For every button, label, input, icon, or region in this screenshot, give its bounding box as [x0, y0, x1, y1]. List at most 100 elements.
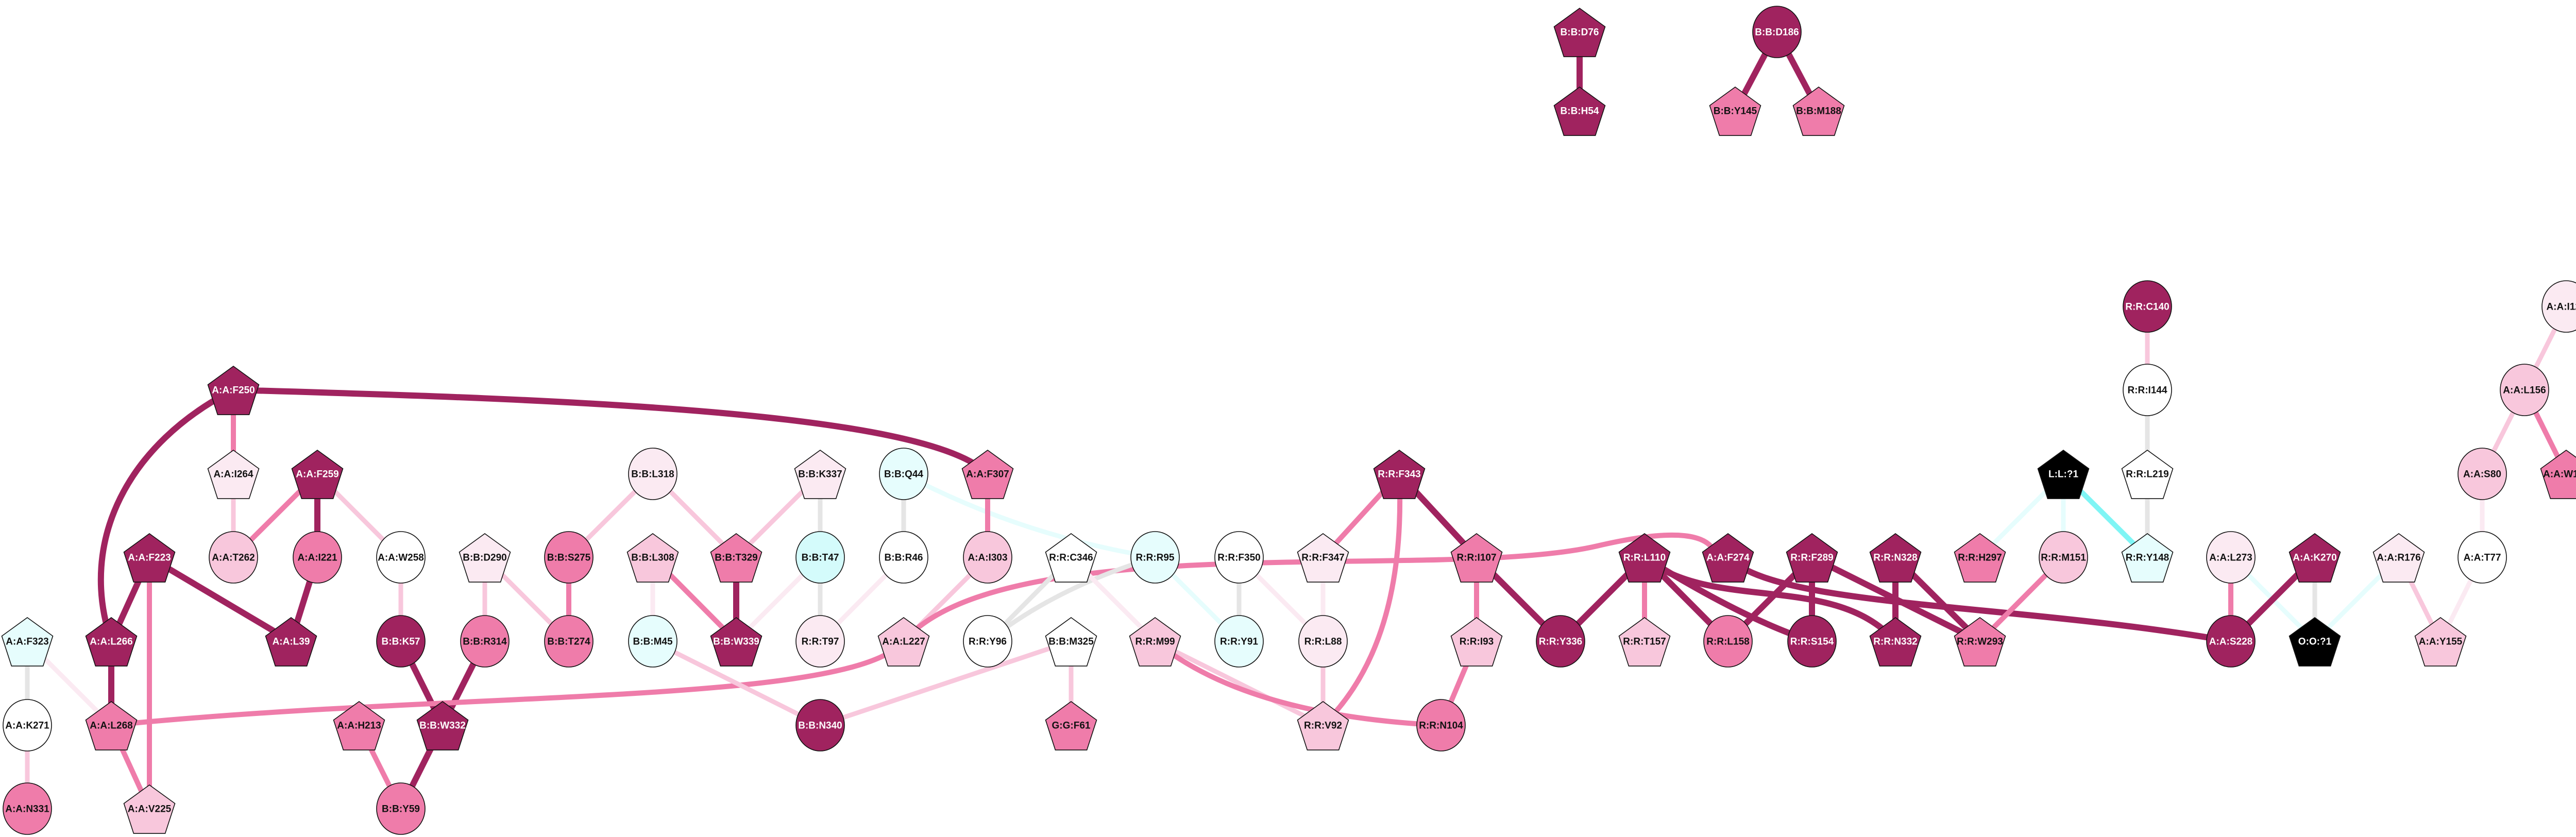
node-r-r-i107[interactable]: R:R:I107: [1450, 533, 1503, 583]
node-b-b-d186[interactable]: B:B:D186: [1752, 6, 1802, 58]
node-a-a-s228[interactable]: A:A:S228: [2206, 615, 2256, 668]
node-a-a-f250[interactable]: A:A:F250: [207, 366, 260, 415]
node-a-a-i221[interactable]: A:A:I221: [293, 531, 342, 584]
node-a-a-l268[interactable]: A:A:L268: [85, 701, 138, 750]
node-r-r-n332[interactable]: R:R:N332: [1869, 617, 1922, 667]
node-a-a-i303[interactable]: A:A:I303: [963, 531, 1012, 584]
node-r-r-f343[interactable]: R:R:F343: [1373, 450, 1426, 499]
node-r-r-f347[interactable]: R:R:F347: [1297, 533, 1349, 583]
node-r-r-l110[interactable]: R:R:L110: [1618, 533, 1671, 583]
node-b-b-k57[interactable]: B:B:K57: [376, 615, 426, 668]
node-r-r-m151[interactable]: R:R:M151: [2039, 531, 2088, 584]
node-b-b-d76[interactable]: B:B:D76: [1553, 8, 1606, 57]
node-b-b-m45[interactable]: B:B:M45: [628, 615, 677, 668]
node-label: R:R:S154: [1790, 637, 1834, 647]
node-b-b-l308[interactable]: B:B:L308: [626, 533, 679, 583]
node-b-b-s275[interactable]: B:B:S275: [544, 531, 594, 584]
node-b-b-m188[interactable]: B:B:M188: [1792, 87, 1845, 136]
node-r-r-y96[interactable]: R:R:Y96: [963, 615, 1012, 668]
node-a-a-l39[interactable]: A:A:L39: [265, 617, 317, 667]
node-b-b-q44[interactable]: B:B:Q44: [879, 448, 928, 500]
node-r-r-t97[interactable]: R:R:T97: [795, 615, 845, 668]
node-a-a-y155[interactable]: A:A:Y155: [2414, 617, 2467, 667]
circle-node-shape: [2206, 615, 2256, 668]
node-r-r-f289[interactable]: R:R:F289: [1786, 533, 1838, 583]
node-g-g-f61[interactable]: G:G:F61: [1045, 701, 1097, 750]
node-label: B:B:T47: [802, 553, 839, 563]
node-label: A:A:F250: [212, 385, 255, 396]
node-b-b-y145[interactable]: B:B:Y145: [1709, 87, 1761, 136]
node-label: A:A:L156: [2503, 385, 2546, 396]
node-r-r-l158[interactable]: R:R:L158: [1703, 615, 1753, 668]
node-label: B:B:W332: [419, 721, 466, 731]
circle-node-shape: [1416, 699, 1466, 751]
node-a-a-l273[interactable]: A:A:L273: [2206, 531, 2256, 584]
node-r-r-y336[interactable]: R:R:Y336: [1536, 615, 1585, 668]
node-a-a-f259[interactable]: A:A:F259: [291, 450, 344, 499]
node-a-a-h213[interactable]: A:A:H213: [333, 701, 385, 750]
node-r-r-s154[interactable]: R:R:S154: [1787, 615, 1837, 668]
node-b-b-r46[interactable]: B:B:R46: [879, 531, 928, 584]
node-r-r-v92[interactable]: R:R:V92: [1297, 701, 1349, 750]
node-a-a-t262[interactable]: A:A:T262: [209, 531, 258, 584]
node-r-r-c140[interactable]: R:R:C140: [2123, 280, 2172, 333]
node-r-r-i93[interactable]: R:R:I93: [1450, 617, 1503, 667]
node-a-a-k270[interactable]: A:A:K270: [2289, 533, 2341, 583]
node-r-r-w293[interactable]: R:R:W293: [1954, 617, 2006, 667]
node-b-b-r314[interactable]: B:B:R314: [460, 615, 510, 668]
node-a-a-f323[interactable]: A:A:F323: [1, 617, 54, 667]
node-a-a-f307[interactable]: A:A:F307: [961, 450, 1014, 499]
circle-node-shape: [376, 531, 426, 584]
pentagon-node-shape: [1792, 87, 1845, 136]
node-b-b-y59[interactable]: B:B:Y59: [376, 782, 426, 835]
node-r-r-i144[interactable]: R:R:I144: [2123, 364, 2172, 416]
node-r-r-n328[interactable]: R:R:N328: [1869, 533, 1922, 583]
node-label: B:B:D290: [463, 553, 507, 563]
node-a-a-f223[interactable]: A:A:F223: [123, 533, 176, 583]
node-r-r-f350[interactable]: R:R:F350: [1214, 531, 1264, 584]
node-b-b-t329[interactable]: B:B:T329: [710, 533, 762, 583]
node-b-b-t47[interactable]: B:B:T47: [795, 531, 845, 584]
node-o-o--1[interactable]: O:O:?1: [2289, 617, 2341, 667]
node-r-r-l219[interactable]: R:R:L219: [2121, 450, 2174, 499]
node-b-b-k337[interactable]: B:B:K337: [794, 450, 846, 499]
pentagon-node-shape: [416, 701, 469, 750]
node-a-a-w131[interactable]: A:A:W131: [2540, 450, 2576, 499]
node-r-r-c346[interactable]: R:R:C346: [1045, 533, 1097, 583]
node-r-r-l88[interactable]: R:R:L88: [1298, 615, 1348, 668]
node-b-b-d290[interactable]: B:B:D290: [459, 533, 511, 583]
node-a-a-i127[interactable]: A:A:I127: [2541, 280, 2576, 333]
edge-BBQ44-RRR95: [902, 472, 1156, 560]
node-a-a-w258[interactable]: A:A:W258: [376, 531, 426, 584]
node-a-a-i264[interactable]: A:A:I264: [207, 450, 260, 499]
node-label: R:R:H297: [1958, 553, 2002, 563]
node-a-a-t77[interactable]: A:A:T77: [2458, 531, 2507, 584]
node-a-a-l266[interactable]: A:A:L266: [85, 617, 138, 667]
node-a-a-l227[interactable]: A:A:L227: [877, 617, 930, 667]
node-r-r-m99[interactable]: R:R:M99: [1129, 617, 1181, 667]
node-a-a-k271[interactable]: A:A:K271: [3, 699, 52, 751]
node-l-l--1[interactable]: L:L:?1: [2037, 450, 2090, 499]
node-r-r-h297[interactable]: R:R:H297: [1954, 533, 2006, 583]
node-a-a-l156[interactable]: A:A:L156: [2500, 364, 2549, 416]
node-a-a-s80[interactable]: A:A:S80: [2458, 448, 2507, 500]
node-r-r-t157[interactable]: R:R:T157: [1618, 617, 1671, 667]
circle-node-shape: [376, 782, 426, 835]
node-label: B:B:Y145: [1714, 106, 1757, 117]
node-a-a-f274[interactable]: A:A:F274: [1702, 533, 1754, 583]
node-b-b-w332[interactable]: B:B:W332: [416, 701, 469, 750]
node-r-r-r95[interactable]: R:R:R95: [1130, 531, 1180, 584]
node-a-a-v225[interactable]: A:A:V225: [123, 784, 176, 834]
node-r-r-y148[interactable]: R:R:Y148: [2121, 533, 2174, 583]
node-r-r-n104[interactable]: R:R:N104: [1416, 699, 1466, 751]
node-b-b-m325[interactable]: B:B:M325: [1045, 617, 1097, 667]
node-a-a-n331[interactable]: A:A:N331: [3, 782, 52, 835]
node-b-b-w339[interactable]: B:B:W339: [710, 617, 762, 667]
node-r-r-y91[interactable]: R:R:Y91: [1214, 615, 1264, 668]
node-b-b-h54[interactable]: B:B:H54: [1553, 87, 1606, 136]
circle-node-shape: [1752, 6, 1802, 58]
node-a-a-r176[interactable]: A:A:R176: [2372, 533, 2425, 583]
node-b-b-n340[interactable]: B:B:N340: [795, 699, 845, 751]
node-b-b-l318[interactable]: B:B:L318: [628, 448, 677, 500]
node-b-b-t274[interactable]: B:B:T274: [544, 615, 594, 668]
